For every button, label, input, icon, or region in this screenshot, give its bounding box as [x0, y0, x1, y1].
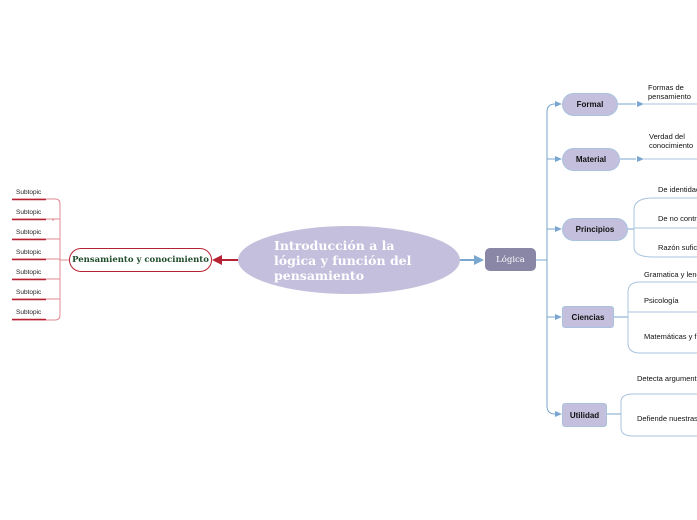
central-topic-label: Introducción a la lógica y función del p…: [274, 237, 412, 283]
leaf-gramatica-lenguaje[interactable]: Gramatica y lenguaje: [644, 270, 697, 279]
subtopic-3[interactable]: Subtopic: [16, 229, 42, 236]
utilidad-label: Utilidad: [569, 410, 600, 420]
material-label: Material: [575, 155, 607, 164]
logica-label: Lógica: [496, 254, 525, 265]
logica-node[interactable]: Lógica: [485, 248, 536, 271]
pensamiento-conocimiento-label: Pensamiento y conocimiento: [72, 255, 209, 265]
formal-node[interactable]: Formal: [562, 93, 618, 116]
subtopic-1[interactable]: Subtopic: [16, 189, 42, 196]
subtopic-6[interactable]: Subtopic: [16, 289, 42, 296]
central-topic[interactable]: Introducción a la lógica y función del p…: [238, 226, 460, 294]
leaf-formas-de-pensamiento[interactable]: Formas de pensamiento: [648, 83, 691, 101]
leaf-de-identidad[interactable]: De identidad: [658, 185, 697, 194]
subtopic-7[interactable]: Subtopic: [16, 309, 42, 316]
utilidad-node[interactable]: Utilidad: [562, 403, 607, 427]
leaf-matematicas-fisica[interactable]: Matemáticas y física: [644, 332, 697, 341]
leaf-defiende-ideas[interactable]: Defiende nuestras ideas: [637, 414, 697, 423]
leaf-de-no-contradiccion[interactable]: De no contradicción: [658, 214, 697, 223]
formal-label: Formal: [576, 100, 604, 109]
leaf-razon-suficiente[interactable]: Razón suficiente: [658, 243, 697, 252]
subtopic-4[interactable]: Subtopic: [16, 249, 42, 256]
leaf-detecta-argumentos[interactable]: Detecta argumentos: [637, 374, 697, 383]
leaf-verdad-del-conocimiento[interactable]: Verdad del conocimiento: [649, 132, 694, 150]
principios-node[interactable]: Principios: [562, 218, 628, 241]
ciencias-label: Ciencias: [571, 312, 605, 322]
subtopic-2[interactable]: Subtopic: [16, 209, 42, 216]
ciencias-node[interactable]: Ciencias: [562, 306, 614, 328]
leaf-psicologia[interactable]: Psicología: [644, 296, 679, 305]
subtopic-5[interactable]: Subtopic: [16, 269, 42, 276]
material-node[interactable]: Material: [562, 148, 620, 171]
pensamiento-conocimiento-node[interactable]: Pensamiento y conocimiento: [69, 248, 212, 272]
principios-label: Principios: [575, 225, 615, 234]
